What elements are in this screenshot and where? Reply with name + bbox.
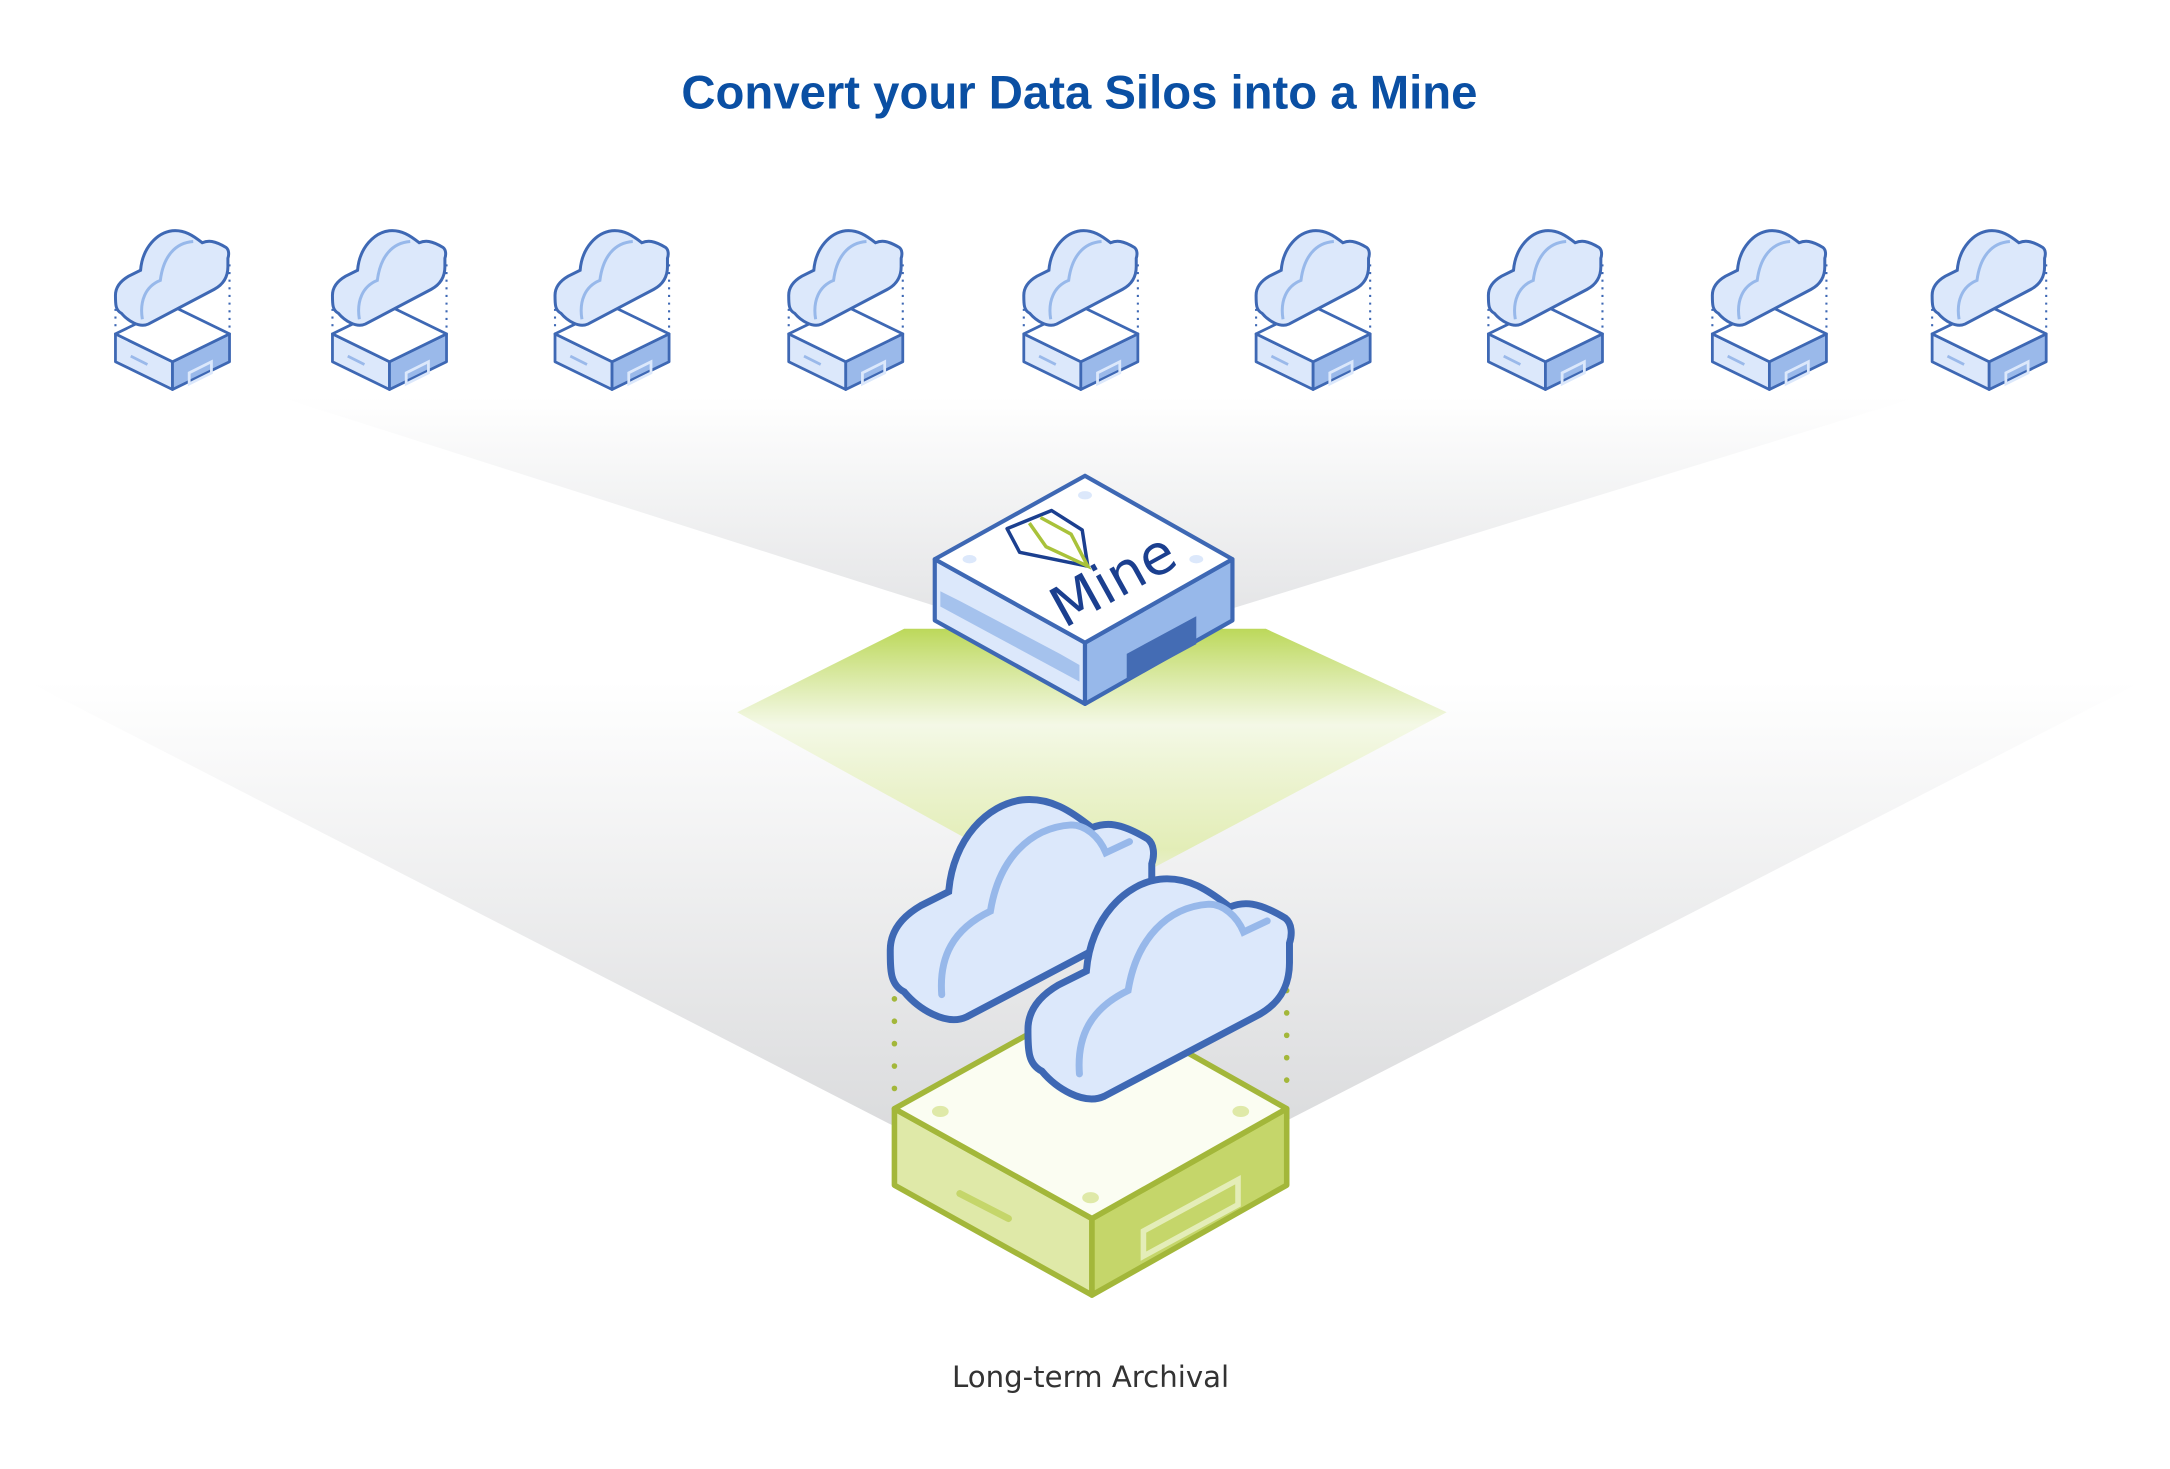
cloud-storage-silo-icon (555, 231, 669, 390)
page-title: Convert your Data Silos into a Mine (681, 67, 1477, 120)
green-beam (737, 628, 1447, 905)
archive-label: Long-term Archival (952, 1360, 1229, 1394)
cloud-icon (890, 800, 1153, 1020)
data-silos (115, 231, 2046, 390)
archive-appliance (890, 800, 1291, 1298)
cloud-icon (1028, 879, 1291, 1099)
mine-appliance: Mine (932, 473, 1235, 706)
cloud-storage-silo-icon (1488, 231, 1602, 390)
cloud-storage-silo-icon (1932, 231, 2046, 390)
cloud-storage-silo-icon (332, 231, 446, 390)
cloud-storage-silo-icon (115, 231, 229, 390)
cloud-storage-silo-icon (1024, 231, 1138, 390)
gem-icon (1005, 508, 1092, 570)
cloud-storage-silo-icon (1256, 231, 1370, 390)
cloud-storage-silo-icon (789, 231, 903, 390)
cloud-storage-silo-icon (1712, 231, 1826, 390)
